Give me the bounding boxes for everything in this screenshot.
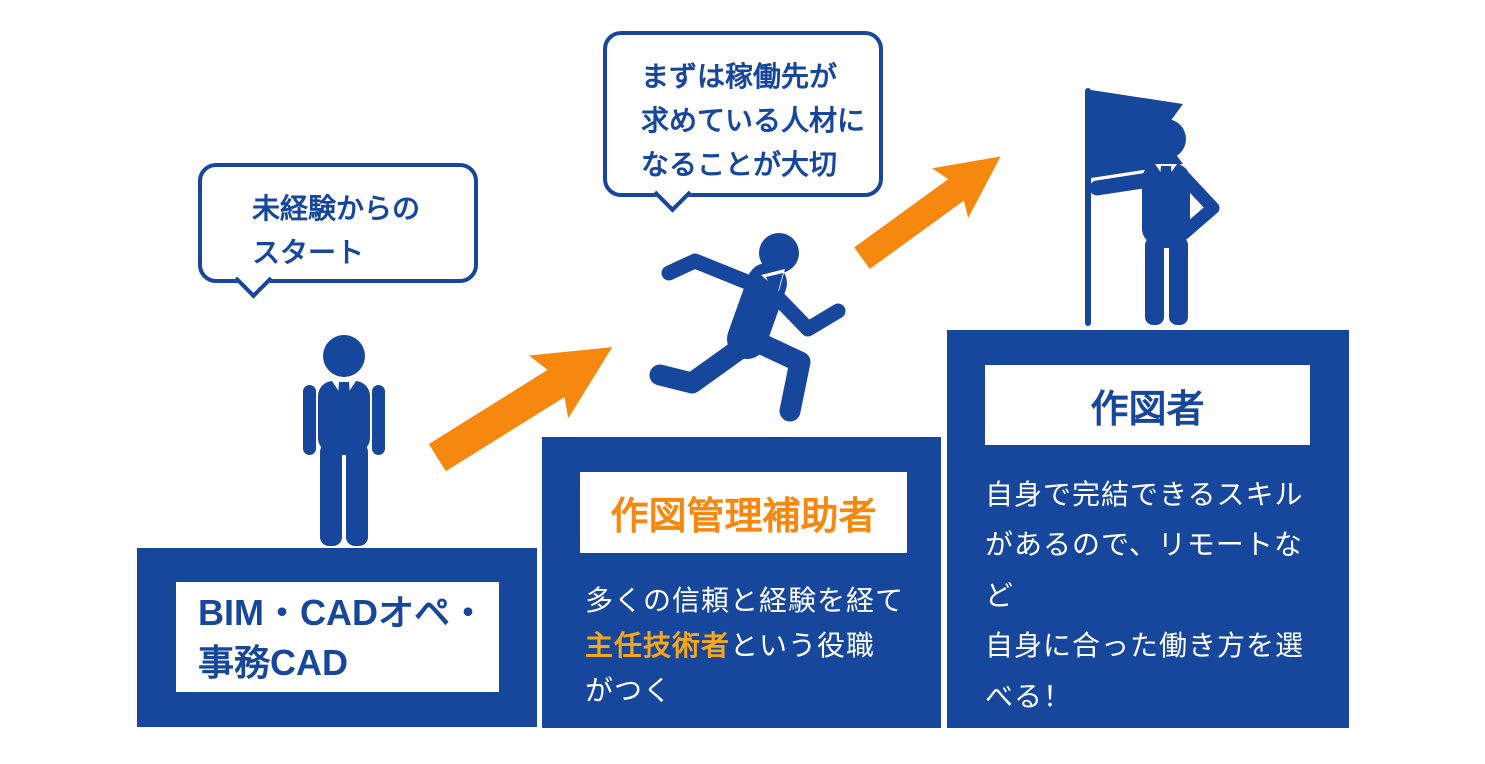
speech-bubble-advice: まずは稼働先が 求めている人材に なることが大切 — [603, 31, 883, 213]
bubble-text-line: まずは稼働先が — [641, 61, 838, 92]
step2-label: 作図管理補助者 — [610, 496, 877, 538]
step1-label-line: 事務CAD — [198, 642, 348, 684]
highlighted-role: 主任技術者 — [585, 629, 731, 661]
step-block-3: 作図者 自身で完結できるスキル があるので、リモートなど 自身に合った働き方を選… — [947, 330, 1349, 728]
step2-desc-line: 多くの信頼と経験を経て — [585, 585, 905, 616]
bubble-text-line: 未経験からの — [252, 193, 421, 224]
step3-label-box: 作図者 — [985, 365, 1310, 445]
step-block-1: BIM・CADオペ・ 事務CAD — [137, 548, 537, 727]
person-with-flag-icon — [1063, 82, 1231, 330]
step3-label: 作図者 — [1090, 388, 1205, 431]
standing-businessman-icon — [288, 333, 400, 548]
step2-desc-line: がつく — [585, 674, 673, 706]
step3-desc-line: 自身に合った働き方を選 — [985, 630, 1305, 662]
step2-desc-line: 主任技術者という役職 — [585, 629, 876, 661]
step1-label-box: BIM・CADオペ・ 事務CAD — [176, 582, 499, 692]
step2-description: 多くの信頼と経験を経て 主任技術者という役職 がつく — [585, 579, 915, 713]
bubble-text-line: 求めている人材に — [641, 105, 866, 136]
step3-description: 自身で完結できるスキル があるので、リモートなど 自身に合った働き方を選 べる！ — [985, 470, 1330, 722]
ascending-arrow-icon — [413, 309, 636, 495]
step-block-2: 作図管理補助者 多くの信頼と経験を経て 主任技術者という役職 がつく — [542, 437, 941, 728]
running-businessman-icon — [645, 223, 860, 437]
step3-desc-line: があるので、リモートなど — [985, 529, 1303, 611]
bubble-text-line: スタート — [252, 237, 365, 268]
step3-desc-line: べる！ — [985, 680, 1073, 712]
speech-bubble-start: 未経験からの スタート — [198, 163, 478, 299]
step2-label-box: 作図管理補助者 — [580, 472, 907, 553]
step3-desc-line: 自身で完結できるスキル — [985, 479, 1304, 510]
ascending-arrow-icon — [836, 121, 1027, 293]
step1-label-line: BIM・CADオペ・ — [198, 592, 486, 633]
